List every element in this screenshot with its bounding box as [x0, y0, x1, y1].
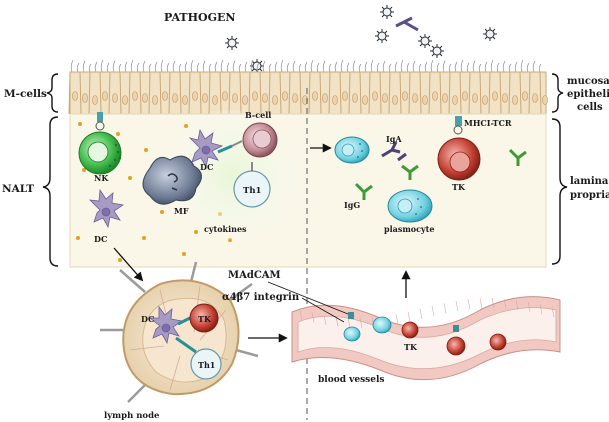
antibody-icon-top: [395, 16, 419, 32]
igg-antibody-icon-3: [508, 148, 527, 166]
lamina-propria-region: [69, 113, 547, 268]
mf-label: MF: [174, 206, 189, 216]
macrophage: [142, 155, 202, 205]
nk-cell: [78, 112, 122, 175]
madcam-pointer: [267, 281, 349, 315]
b-cell: [242, 122, 278, 158]
blood-vessels-label: blood vessels: [318, 375, 384, 385]
dc-left-label: DC: [94, 234, 107, 244]
mucosal-label-1: mucosal: [567, 76, 609, 87]
mhci-tcr-label: MHCI-TCR: [464, 118, 512, 128]
integrin-label: α4β7 integrin: [222, 292, 300, 303]
integrin-pointer: [301, 297, 345, 323]
igg-antibody-icon-1: [354, 182, 373, 200]
plasmocyte-bottom: [387, 189, 433, 223]
igg-label: IgG: [344, 200, 360, 210]
dendritic-cell-lymph: [148, 305, 184, 345]
epithelial-cell-walls: [68, 71, 542, 115]
brace-lamina: [551, 118, 568, 265]
epithelial-nuclei: [72, 91, 548, 105]
brace-nalt: [42, 116, 59, 267]
arrow-to-lymph-node: [113, 247, 144, 282]
tk-vessel-label: TK: [404, 342, 418, 352]
tk-cell-top: [437, 116, 481, 181]
cytokines-label: cytokines: [204, 224, 247, 234]
b-cell-label: B-cell: [245, 110, 271, 120]
pathogen-label: PATHOGEN: [164, 11, 235, 24]
m-cells-label: M-cells: [4, 88, 47, 100]
iga-antibody-icon: [381, 141, 407, 162]
th1-top-label: Th1: [243, 186, 262, 196]
brace-epithelial: [551, 73, 564, 113]
dc-top-label: DC: [200, 162, 213, 172]
mucosal-label-2: epithelial: [567, 89, 609, 100]
dendritic-cell-left: [88, 188, 125, 229]
brace-m-cells: [46, 73, 59, 113]
nalt-label: NALT: [2, 183, 34, 195]
th1-cell-top: [233, 162, 271, 208]
epithelial-layer: [69, 71, 547, 115]
tk-top-label: TK: [452, 182, 466, 192]
lymph-node-label: lymph node: [104, 411, 160, 421]
dendritic-cell-top: [188, 128, 224, 169]
th1-lymph-label: Th1: [198, 360, 215, 370]
madcam-label: MAdCAM: [228, 270, 281, 281]
lamina-label-1: lamina: [570, 176, 609, 187]
blood-vessel: [291, 296, 561, 381]
plasmocyte-top: [334, 136, 370, 164]
mucosal-label-3: cells: [577, 102, 603, 113]
lymph-node: [100, 261, 259, 403]
mhc-link-top: [217, 140, 243, 154]
igg-antibody-icon-2: [401, 164, 419, 180]
lamina-label-2: propria: [570, 190, 609, 201]
dc-lymph-label: DC: [141, 314, 154, 324]
plasmocyte-label: plasmocyte: [384, 224, 434, 234]
tk-lymph-label: TK: [198, 314, 212, 324]
cilia: [70, 59, 542, 73]
nk-label: NK: [94, 173, 109, 183]
iga-label: IgA: [386, 134, 402, 144]
